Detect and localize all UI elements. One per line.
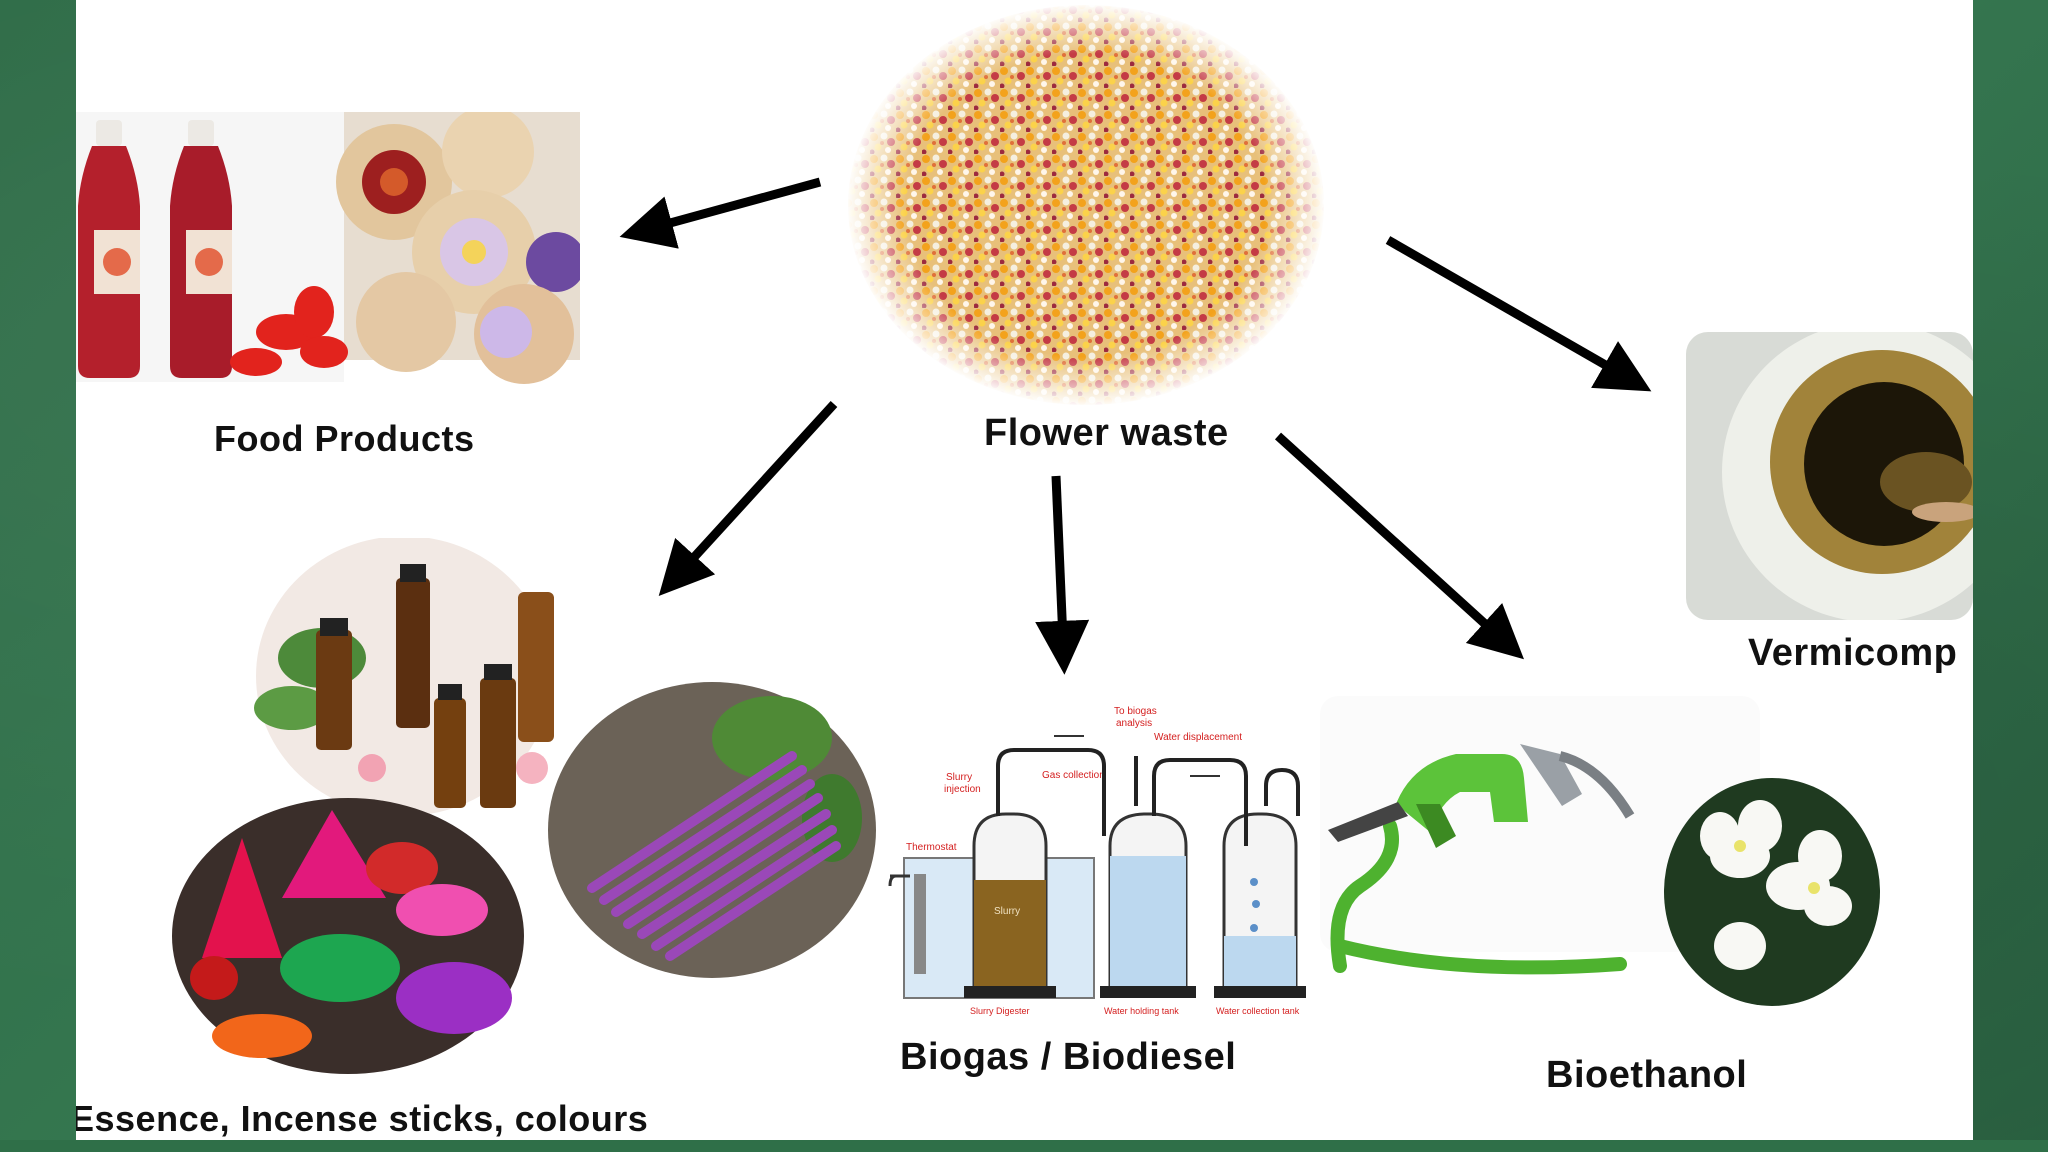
- slide-canvas: Flower waste Food Products: [76, 0, 1973, 1140]
- arrow-to-essence: [658, 400, 838, 596]
- flower-waste-image: [846, 3, 1326, 407]
- diagram-slurry: Slurry: [946, 772, 972, 783]
- diagram-water-collection-tank: Water collection tank: [1216, 1006, 1300, 1016]
- biogas-label: Biogas / Biodiesel: [900, 1036, 1237, 1078]
- arrow-to-food-products: [619, 177, 822, 249]
- arrows-layer: [619, 177, 1652, 675]
- bioethanol-label: Bioethanol: [1546, 1054, 1748, 1096]
- bioethanol-image: [1320, 696, 1880, 1006]
- arrow-to-biogas: [1035, 475, 1090, 675]
- vermicompost-image: [1686, 332, 1973, 620]
- food-products-label: Food Products: [214, 418, 475, 459]
- diagram-slurry-digester: Slurry Digester: [970, 1006, 1030, 1016]
- diagram-water-holding-tank: Water holding tank: [1104, 1006, 1179, 1016]
- diagram-thermostat: Thermostat: [906, 842, 957, 853]
- biogas-apparatus-diagram: To biogas analysis Water displacement Sl…: [888, 706, 1306, 1016]
- essence-label: Essence, Incense sticks, colours: [76, 1098, 649, 1139]
- arrow-to-bioethanol: [1274, 432, 1524, 660]
- diagram-analysis: analysis: [1116, 718, 1152, 729]
- diagram-water-displacement: Water displacement: [1154, 732, 1242, 743]
- food-products-image: [76, 112, 580, 384]
- diagram-injection: injection: [944, 784, 981, 795]
- diagram-to-biogas: To biogas: [1114, 706, 1157, 717]
- arrow-to-vermicompost: [1385, 236, 1652, 392]
- vermicompost-label: Vermicomp: [1748, 632, 1958, 674]
- diagram-slurry-inside: Slurry: [994, 906, 1020, 917]
- bottom-strip: [0, 1140, 2048, 1152]
- flower-waste-label: Flower waste: [984, 412, 1229, 454]
- diagram-gas-collection: Gas collection: [1042, 770, 1105, 781]
- essence-incense-colours-image: [172, 538, 876, 1074]
